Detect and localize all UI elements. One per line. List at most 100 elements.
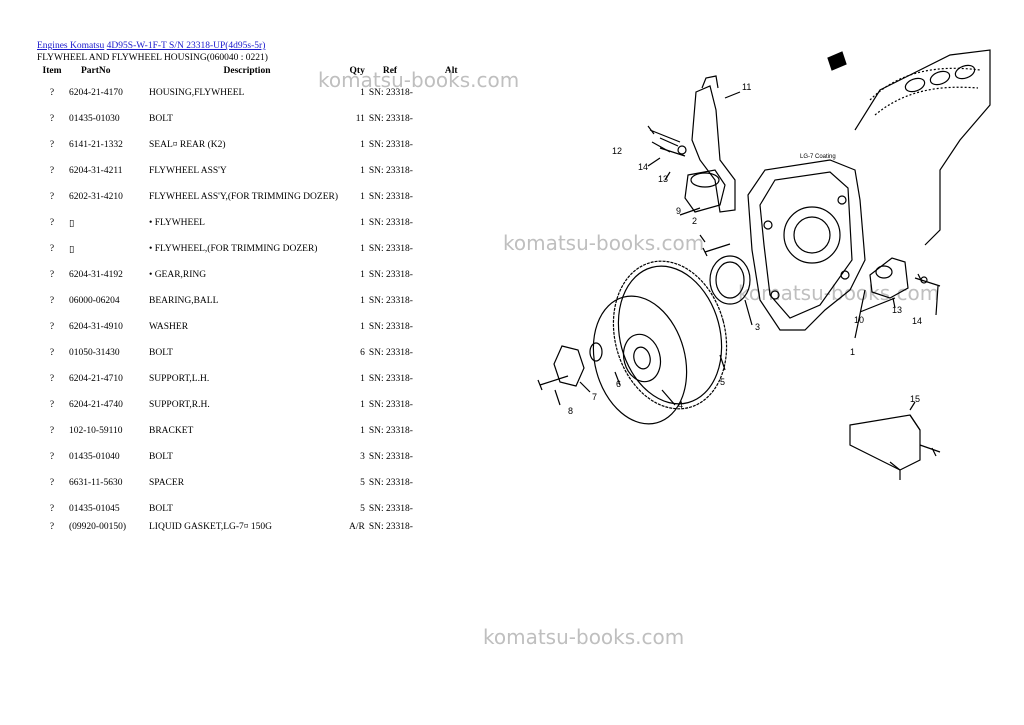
row-ref: SN: 23318- (368, 88, 413, 98)
row-ref: SN: 23318- (368, 374, 413, 384)
row-item: ? (49, 88, 55, 98)
row-alt (443, 262, 461, 288)
row-item: ? (49, 166, 55, 176)
row-description: BOLT (149, 452, 173, 462)
row-ref: SN: 23318- (368, 166, 413, 176)
row-qty: 1 (360, 322, 365, 332)
watermark: komatsu-books.com (503, 231, 705, 255)
callout-8: 8 (568, 406, 573, 416)
row-description: FLYWHEEL ASS'Y (149, 166, 227, 176)
breadcrumb-link-engines[interactable]: Engines Komatsu (37, 41, 105, 51)
row-partno: 01435-01045 (69, 504, 120, 514)
callout-6: 6 (616, 379, 621, 389)
bolt-12 (647, 125, 681, 147)
breadcrumb-link-model[interactable]: 4D95S-W-1F-T S/N 23318-UP(4d95s-5r) (106, 41, 266, 51)
ring-gear (612, 260, 728, 410)
row-alt (443, 496, 461, 522)
row-item: ? (49, 374, 55, 384)
header-alt: Alt (444, 66, 458, 76)
row-partno: ▯ (69, 244, 75, 255)
callout-7: 7 (592, 392, 597, 402)
row-partno: 6204-31-4192 (69, 270, 123, 280)
bolt-2 (702, 243, 731, 257)
row-alt (443, 288, 461, 314)
row-item: ? (49, 522, 55, 532)
row-alt (443, 366, 461, 392)
tag-icon (827, 51, 847, 71)
engine-block-outline (854, 49, 991, 246)
row-qty: 1 (360, 192, 365, 202)
row-item: ? (49, 114, 55, 124)
washer (553, 345, 585, 387)
callout-13: 13 (658, 174, 668, 184)
row-item: ? (49, 192, 55, 202)
spacer-13-right (920, 276, 928, 284)
bearing (589, 342, 603, 362)
bracket-15 (849, 414, 921, 471)
row-description: BEARING,BALL (149, 296, 219, 306)
row-item: ? (49, 140, 55, 150)
row-ref: SN: 23318- (368, 452, 413, 462)
callout-14: 14 (638, 162, 648, 172)
row-qty: 1 (360, 218, 365, 228)
row-qty: 1 (360, 166, 365, 176)
housing-bore (783, 206, 841, 264)
row-qty: 1 (360, 426, 365, 436)
row-alt (443, 210, 461, 236)
row-qty: A/R (349, 522, 365, 532)
header-description: Description (223, 66, 271, 76)
row-qty: 1 (360, 244, 365, 254)
row-alt (443, 314, 461, 340)
spacer-13 (677, 145, 687, 155)
row-item: ? (49, 478, 55, 488)
callout-4: 4 (678, 400, 683, 410)
row-alt (443, 418, 461, 444)
row-alt (443, 132, 461, 158)
row-partno: 6631-11-5630 (69, 478, 123, 488)
row-item: ? (49, 244, 55, 254)
row-item: ? (49, 218, 55, 228)
flywheel (592, 295, 688, 425)
callout-11: 11 (742, 82, 751, 92)
row-qty: 1 (360, 374, 365, 384)
row-partno: 06000-06204 (69, 296, 120, 306)
row-alt (443, 106, 461, 132)
row-description: BOLT (149, 504, 173, 514)
row-partno: 102-10-59110 (69, 426, 123, 436)
row-description: • GEAR,RING (149, 270, 207, 280)
row-ref: SN: 23318- (368, 478, 413, 488)
row-partno: 6202-31-4210 (69, 192, 123, 202)
flywheel-housing (747, 159, 866, 331)
row-partno: 6204-31-4910 (69, 322, 123, 332)
row-description: BOLT (149, 114, 173, 124)
row-description: BRACKET (149, 426, 194, 436)
row-description: FLYWHEEL ASS'Y,(FOR TRIMMING DOZER) (149, 192, 339, 202)
row-qty: 5 (360, 504, 365, 514)
row-ref: SN: 23318- (368, 296, 413, 306)
callout-14-right: 14 (912, 316, 922, 326)
row-alt (443, 444, 461, 470)
row-ref: SN: 23318- (368, 140, 413, 150)
bracket (691, 85, 736, 213)
row-item: ? (49, 452, 55, 462)
row-item: ? (49, 504, 55, 514)
row-partno: ▯ (69, 218, 75, 229)
watermark: komatsu-books.com (318, 68, 520, 92)
parts-table: Item PartNo Description Qty Ref Alt ?620… (37, 66, 461, 538)
row-ref: SN: 23318- (368, 522, 413, 532)
header-qty: Qty (349, 66, 365, 76)
